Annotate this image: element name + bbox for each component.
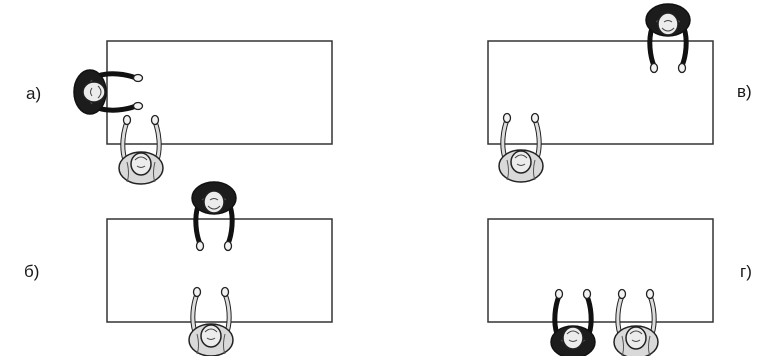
person-light-a <box>119 116 163 185</box>
table-b <box>107 219 332 322</box>
person-dark-a <box>74 70 143 114</box>
person-dark-b <box>192 182 236 251</box>
table-a <box>107 41 332 144</box>
person-dark-v <box>646 4 690 73</box>
person-light-v <box>499 114 543 183</box>
table-g <box>488 219 713 322</box>
table-v <box>488 41 713 144</box>
